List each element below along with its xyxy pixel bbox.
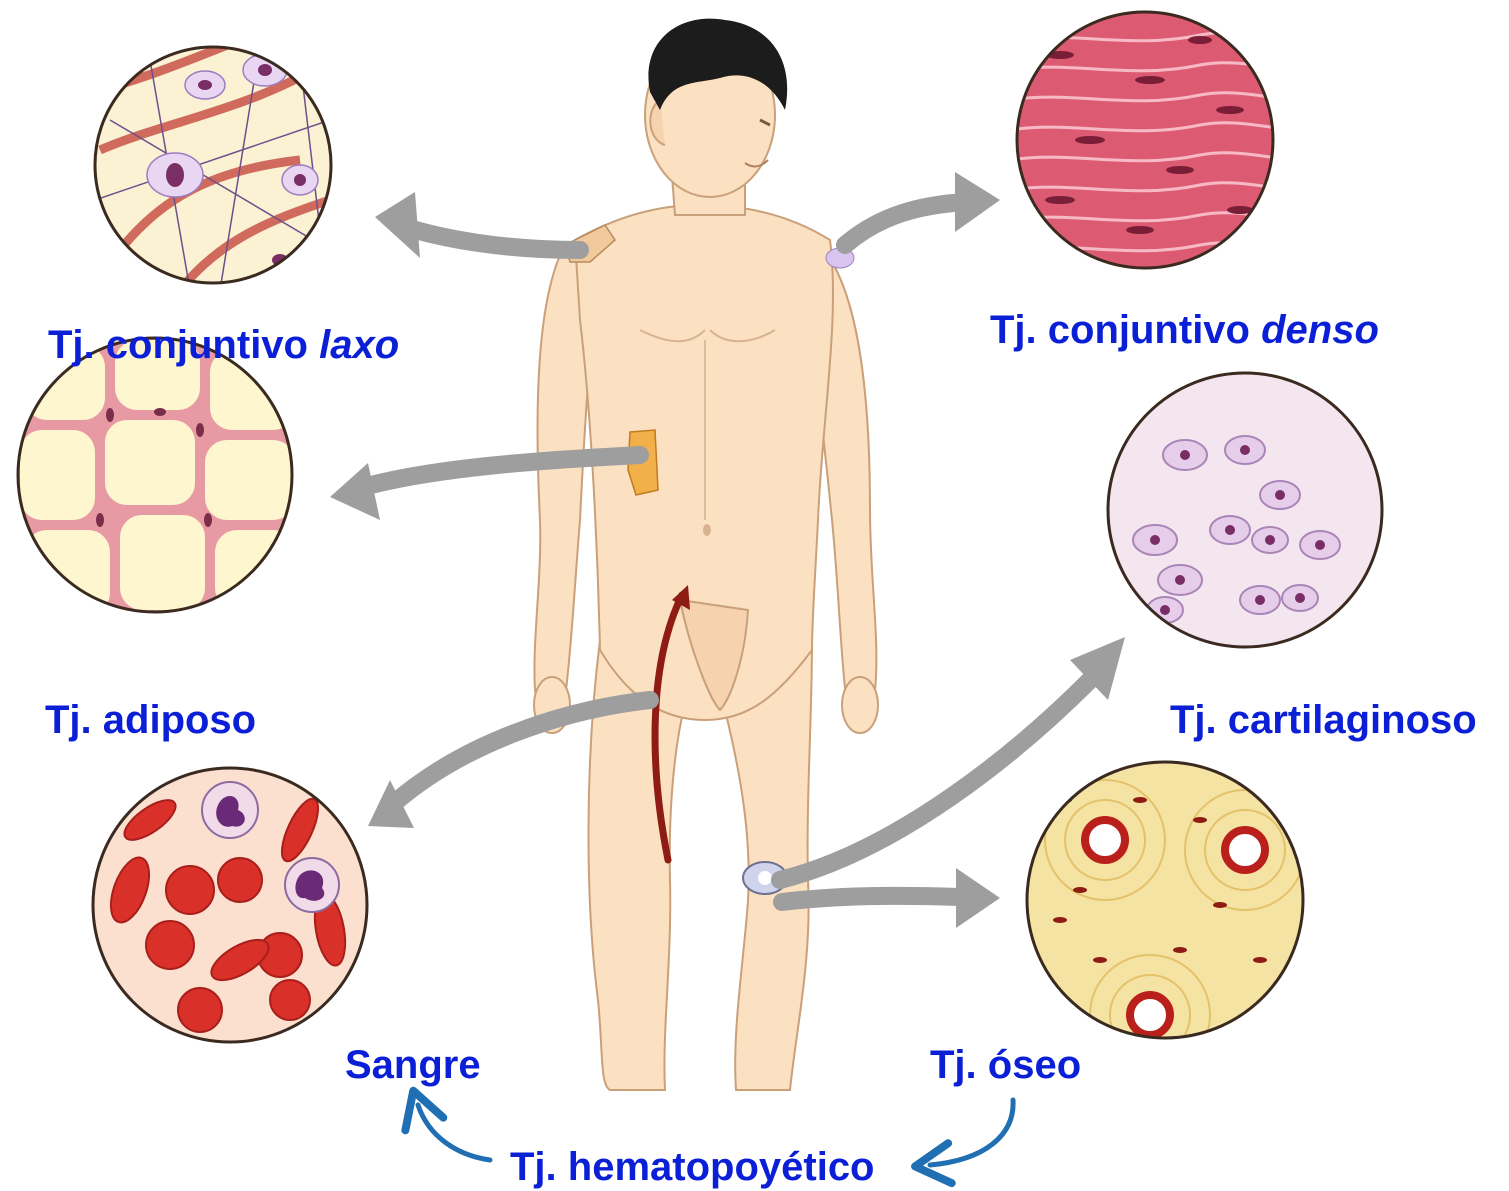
- arrow-from-oseo-blue: [930, 1100, 1013, 1165]
- label-cartilaginoso: Tj. cartilaginoso: [1170, 700, 1477, 740]
- oseo-micrograph: [1025, 760, 1305, 1075]
- left-hand: [842, 677, 878, 733]
- arrow-to-sangre-blue: [418, 1105, 490, 1160]
- arrow-to-laxo: [402, 226, 580, 250]
- label-laxo-prefix: Tj. conjuntivo: [48, 323, 319, 367]
- label-oseo: Tj. óseo: [930, 1045, 1081, 1085]
- label-sangre: Sangre: [345, 1045, 481, 1085]
- laxo-micrograph: [90, 40, 340, 290]
- human-figure: [534, 19, 878, 1090]
- label-denso-prefix: Tj. conjuntivo: [990, 308, 1261, 352]
- arrow-to-oseo: [782, 896, 960, 902]
- label-adiposo: Tj. adiposo: [45, 700, 256, 740]
- label-conjuntivo-laxo: Tj. conjuntivo laxo: [48, 325, 399, 365]
- label-denso-emphasis: denso: [1261, 308, 1379, 352]
- denso-micrograph: [1010, 5, 1290, 275]
- label-hematopoyetico: Tj. hematopoyético: [510, 1147, 875, 1187]
- label-conjuntivo-denso: Tj. conjuntivo denso: [990, 310, 1379, 350]
- arrow-to-denso: [845, 202, 965, 245]
- label-laxo-emphasis: laxo: [319, 323, 399, 367]
